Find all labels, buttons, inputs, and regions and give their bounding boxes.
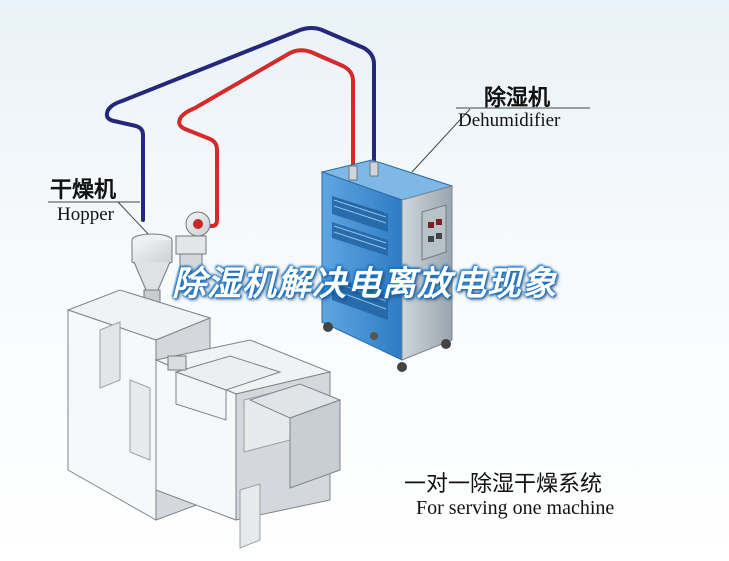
system-label-en: For serving one machine bbox=[416, 497, 615, 519]
dehumidifier-label-cn: 除湿机 bbox=[484, 86, 551, 111]
dehumidifier-label-en: Dehumidifier bbox=[458, 110, 561, 131]
overlay-title: 除湿机解决电离放电现象 bbox=[172, 264, 557, 304]
hopper-label-cn: 干燥机 bbox=[50, 178, 117, 203]
dehumidifier-callout-line bbox=[411, 108, 471, 173]
return-air-pipe bbox=[104, 26, 376, 222]
dehumidifier-unit bbox=[320, 159, 454, 372]
injection-machine bbox=[66, 289, 342, 549]
hopper-callout-line bbox=[117, 201, 151, 237]
hopper-label-en: Hopper bbox=[57, 204, 114, 225]
system-label-cn: 一对一除湿干燥系统 bbox=[404, 472, 603, 497]
supply-air-pipe bbox=[177, 48, 355, 228]
